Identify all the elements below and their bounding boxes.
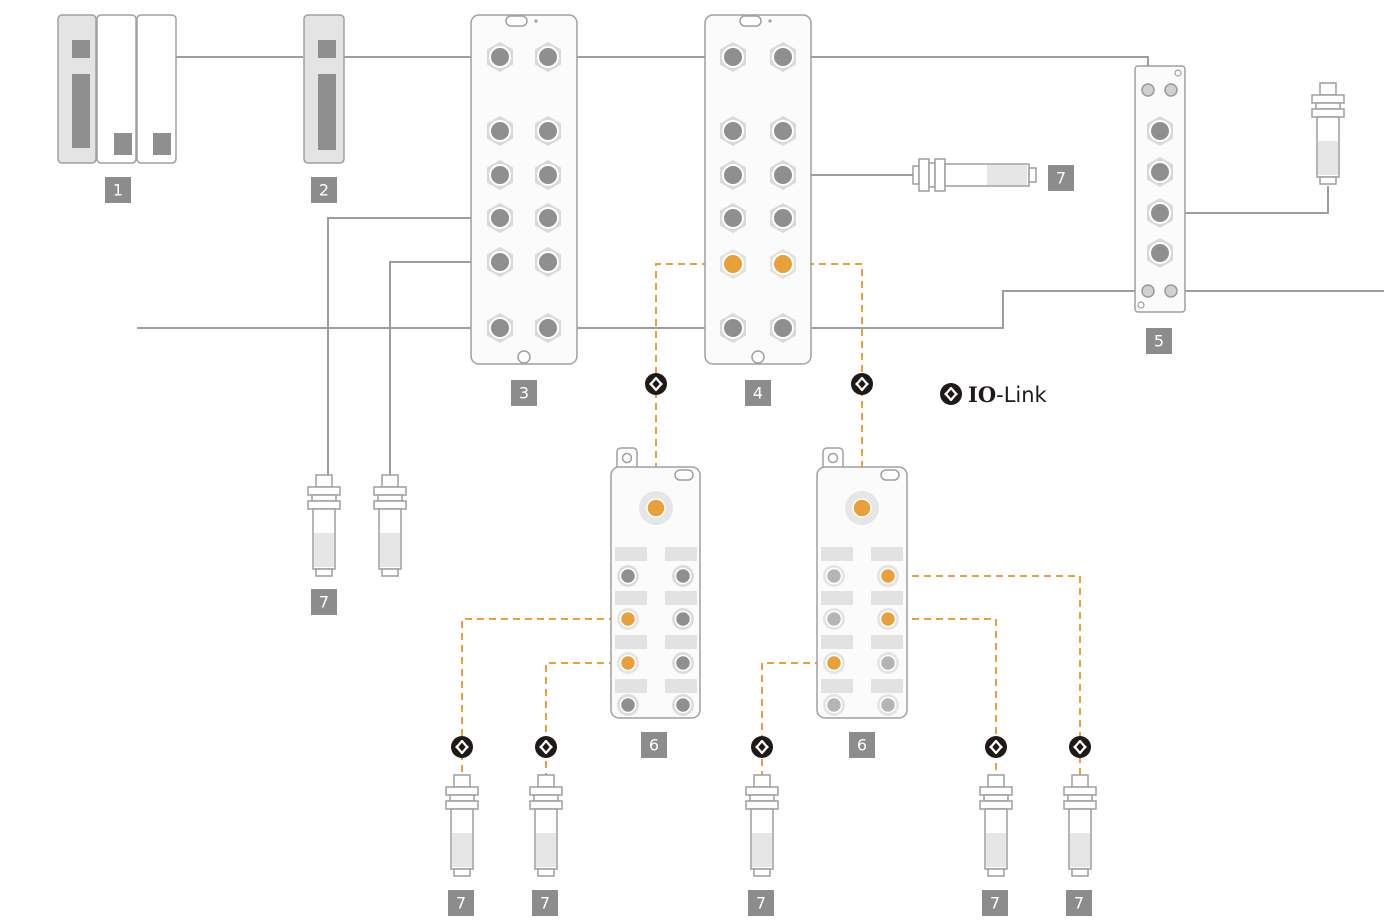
io-link-icon [983,734,1009,760]
label-3: 3 [511,380,537,406]
svg-text:6: 6 [857,736,867,755]
svg-text:3: 3 [519,384,529,403]
svg-text:1: 1 [113,181,123,200]
controller-device [57,14,177,164]
sensor-left-2 [373,474,407,577]
label-7-b1: 7 [448,890,474,916]
legend-rest-text: -Link [996,383,1047,407]
switch-device [303,14,345,164]
sensors [307,82,1345,877]
svg-text:7: 7 [990,894,1000,913]
label-4: 4 [745,380,771,406]
io-link-master-4 [704,14,812,365]
svg-text:2: 2 [319,181,329,200]
svg-text:7: 7 [1074,894,1084,913]
io-link-icon [749,734,775,760]
label-7-top: 7 [1048,165,1074,191]
label-1: 1 [105,177,131,203]
sensor-right [1311,82,1345,185]
svg-text:7: 7 [1056,169,1066,188]
io-link-icon [1067,734,1093,760]
svg-text:IO-Link: IO-Link [968,382,1048,407]
device-labels: 1 2 3 4 5 6 6 7 7 7 7 7 7 7 [105,165,1172,916]
io-link-badges [449,371,1093,760]
label-7-b5: 7 [1066,890,1092,916]
io-link-hub-6a [610,447,701,719]
io-link-legend: IO-Link [938,381,1048,407]
io-link-icon [938,381,964,407]
label-2: 2 [311,177,337,203]
sensor-b5 [1063,774,1097,877]
io-link-icon [643,371,669,397]
legend-bold-text: IO [968,382,996,407]
label-5: 5 [1146,328,1172,354]
svg-text:5: 5 [1154,332,1164,351]
io-link-icon [533,734,559,760]
svg-text:4: 4 [753,384,763,403]
svg-text:7: 7 [540,894,550,913]
label-7-left: 7 [311,589,337,615]
svg-text:7: 7 [319,593,329,612]
sensor-b1 [445,774,479,877]
svg-text:7: 7 [756,894,766,913]
io-link-hub-6b [816,447,908,719]
io-link-icon [449,734,475,760]
sensor-b3 [745,774,779,877]
label-7-b2: 7 [532,890,558,916]
io-module-3 [470,14,578,365]
sensor-left-1 [307,474,341,577]
label-7-b4: 7 [982,890,1008,916]
label-6b: 6 [849,732,875,758]
sensor-b4 [979,774,1013,877]
svg-text:7: 7 [456,894,466,913]
svg-text:6: 6 [649,736,659,755]
sensor-horizontal [912,158,1037,192]
label-7-b3: 7 [748,890,774,916]
label-6a: 6 [641,732,667,758]
sensor-b2 [529,774,563,877]
slim-module-5 [1134,65,1186,313]
io-link-icon [849,371,875,397]
